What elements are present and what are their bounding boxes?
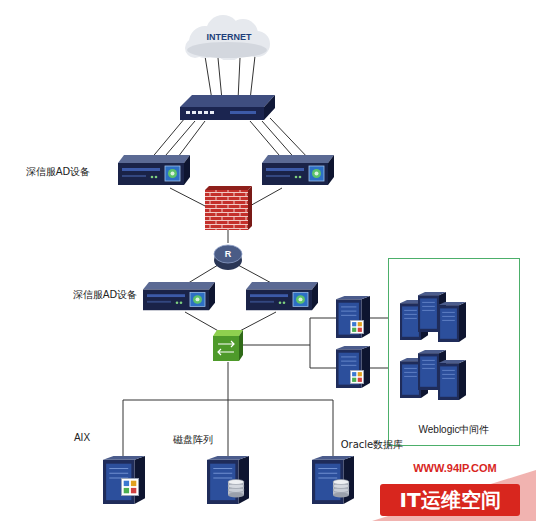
firewall	[205, 190, 248, 230]
watermark-band	[372, 470, 536, 521]
server-cluster	[438, 302, 466, 342]
firewall	[248, 186, 252, 230]
server	[312, 456, 354, 504]
wire	[123, 400, 333, 456]
wire	[370, 318, 388, 319]
ad-device	[118, 155, 334, 310]
server	[350, 320, 363, 333]
firewall	[205, 186, 252, 230]
wire	[218, 58, 222, 100]
device-label: 深信服AD设备	[73, 288, 138, 302]
wire	[270, 118, 310, 160]
core-switch	[213, 330, 243, 361]
node-text: INTERNET	[207, 32, 252, 42]
router-symbol	[214, 245, 242, 263]
server	[103, 456, 145, 504]
ad-device	[262, 155, 334, 185]
router-letter: R	[225, 249, 232, 259]
device-label: Oracle数据库	[341, 438, 404, 452]
wire	[243, 345, 310, 346]
wire	[185, 312, 222, 333]
wire	[238, 58, 240, 100]
top-switch	[180, 95, 275, 120]
wire	[370, 368, 388, 369]
ad-device	[143, 282, 215, 310]
router-symbol	[214, 245, 242, 270]
wire	[228, 362, 229, 456]
server	[350, 370, 363, 383]
server	[103, 456, 354, 504]
device-label: 深信服AD设备	[26, 165, 91, 179]
wire	[170, 188, 207, 207]
core-switch	[213, 330, 243, 336]
wire	[236, 312, 276, 333]
device-label: AIX	[74, 432, 90, 443]
core-switch	[218, 341, 234, 355]
watermark-band	[372, 470, 536, 521]
server	[121, 478, 138, 495]
device-label: 磁盘阵列	[173, 433, 213, 447]
group-box: Weblogic中间件	[388, 258, 520, 446]
core-switch	[213, 336, 239, 361]
firewall	[205, 186, 252, 190]
watermark-band	[380, 484, 520, 516]
server-cluster	[400, 292, 466, 400]
node-text: Weblogic中间件	[419, 423, 490, 437]
wire	[250, 56, 255, 100]
server	[336, 296, 370, 388]
ad-device	[246, 282, 318, 310]
wire	[123, 56, 388, 456]
watermark-logo: IT运维空间	[399, 487, 500, 514]
core-switch	[239, 330, 243, 361]
top-switch	[180, 95, 275, 120]
server	[336, 346, 370, 388]
watermark-url: WWW.94IP.COM	[413, 462, 497, 474]
ad-device	[118, 155, 190, 185]
server	[228, 480, 244, 498]
wire	[310, 318, 336, 368]
server	[336, 296, 370, 338]
server	[207, 456, 249, 504]
wire	[228, 230, 229, 243]
wire	[205, 56, 212, 100]
server	[333, 480, 349, 498]
cloud-shape	[187, 42, 267, 58]
server-cluster	[438, 360, 466, 400]
wire	[248, 188, 282, 207]
cloud-node: INTERNET	[183, 14, 275, 60]
